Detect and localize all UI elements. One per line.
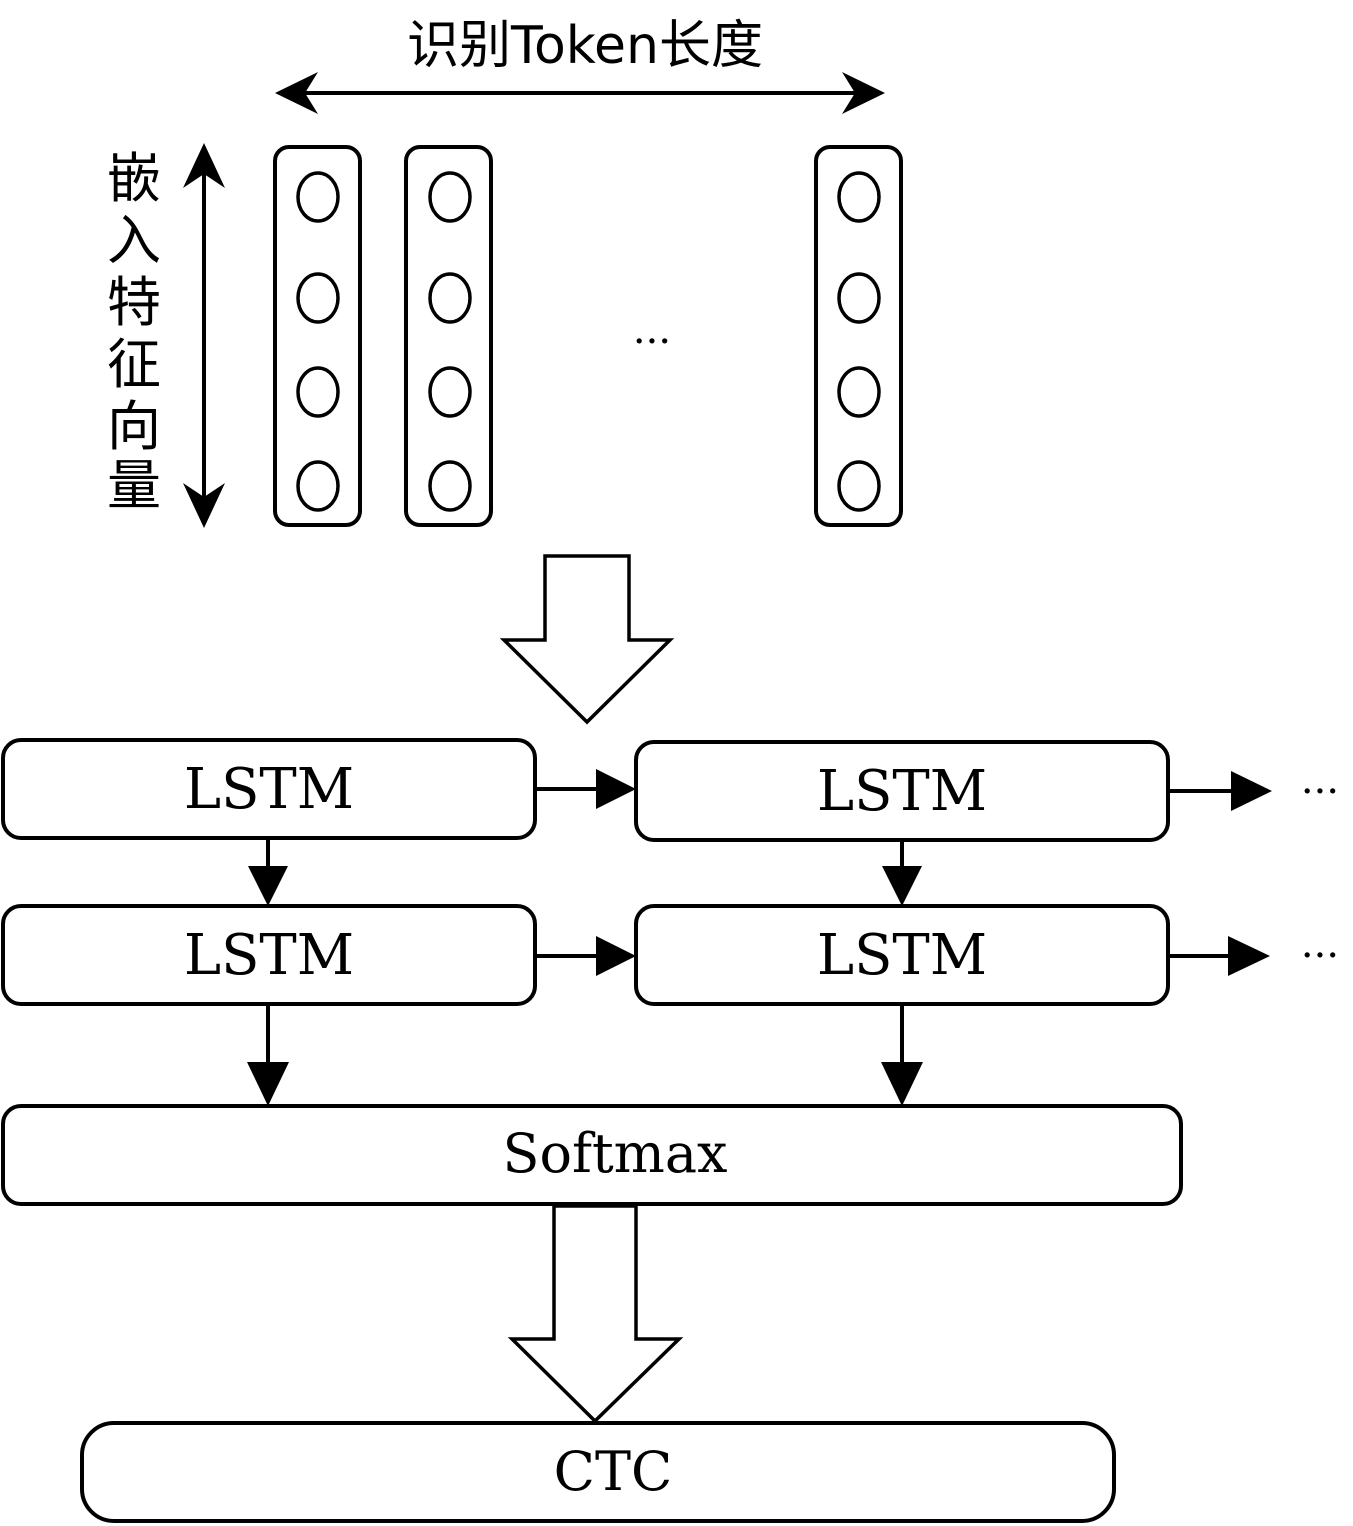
embedding-char: 量 <box>107 454 161 517</box>
embedding-node <box>296 366 340 418</box>
arrow-right <box>1170 771 1272 811</box>
embedding-node <box>296 460 340 512</box>
embedding-char: 特 <box>107 271 161 334</box>
embedding-node <box>428 272 472 324</box>
embedding-column <box>814 145 903 527</box>
embedding-node <box>296 272 340 324</box>
embedding-char: 向 <box>107 395 161 458</box>
arrow-down <box>881 1006 923 1106</box>
embedding-label: 嵌 入 特 征 向 量 <box>107 147 161 517</box>
arrow-right <box>537 769 636 809</box>
token-length-arrow <box>275 72 885 114</box>
ctc-label: CTC <box>554 1440 673 1503</box>
embedding-node <box>428 171 472 223</box>
lstm-label: LSTM <box>184 923 354 988</box>
lstm-label: LSTM <box>817 759 987 824</box>
embedding-node <box>837 272 881 324</box>
lstm-box <box>1 904 537 1006</box>
arrow-right <box>537 936 636 976</box>
embedding-node <box>837 460 881 512</box>
embedding-column <box>404 145 493 527</box>
block-arrow-down <box>507 1204 684 1424</box>
embedding-node <box>428 366 472 418</box>
arrow-down <box>247 1006 289 1106</box>
row-ellipsis: ··· <box>1301 769 1339 815</box>
row-ellipsis: ··· <box>1301 933 1339 979</box>
embedding-node <box>428 460 472 512</box>
embedding-arrow <box>183 143 225 528</box>
lstm-label: LSTM <box>184 757 354 822</box>
embedding-char: 征 <box>107 333 161 396</box>
lstm-box <box>1 738 537 840</box>
softmax-label: Softmax <box>502 1122 727 1185</box>
column-ellipsis: ··· <box>633 319 671 365</box>
arrow-right <box>1170 936 1270 976</box>
arrow-down <box>248 840 288 906</box>
embedding-node <box>837 366 881 418</box>
block-arrow-down <box>499 554 675 725</box>
lstm-box <box>634 740 1170 842</box>
embedding-char: 嵌 <box>107 147 161 210</box>
softmax-box <box>1 1104 1183 1206</box>
token-length-label: 识别Token长度 <box>407 16 763 76</box>
embedding-column <box>273 145 362 527</box>
embedding-node <box>296 171 340 223</box>
ctc-box <box>80 1421 1116 1523</box>
embedding-char: 入 <box>107 209 161 272</box>
embedding-node <box>837 171 881 223</box>
lstm-label: LSTM <box>817 923 987 988</box>
arrow-down <box>882 842 922 906</box>
